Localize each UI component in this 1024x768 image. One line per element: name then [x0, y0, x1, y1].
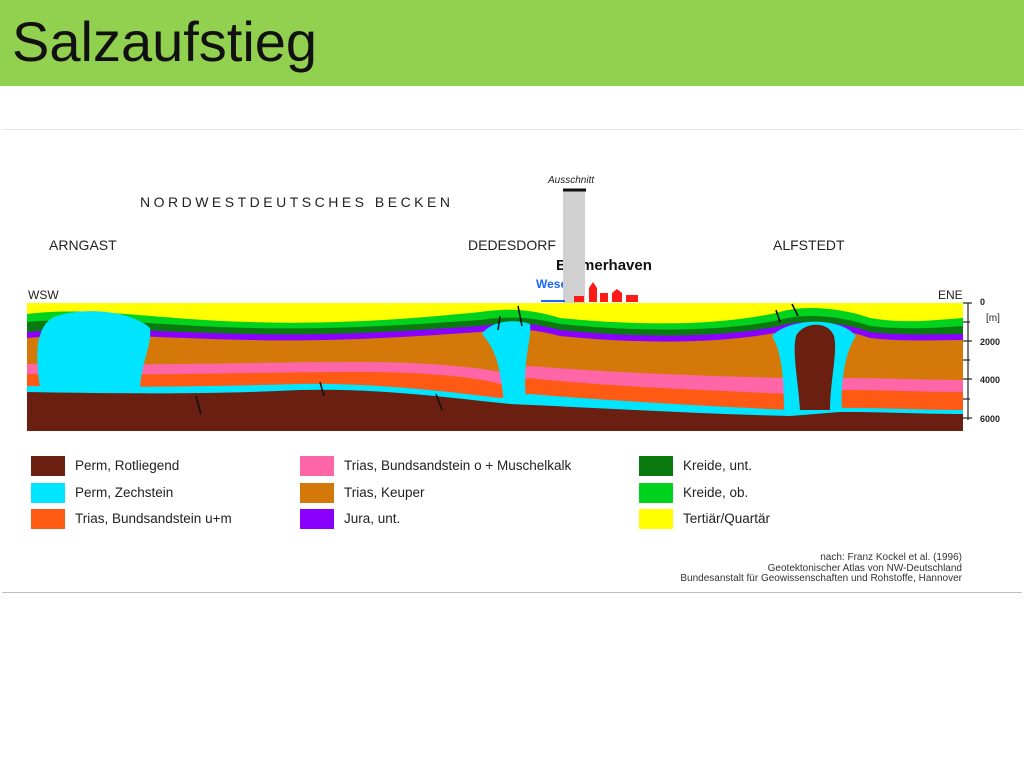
- legend-label: Trias, Bundsandstein u+m: [75, 511, 232, 526]
- direction-ene: ENE: [938, 288, 963, 302]
- depth-tick-2000: 2000: [980, 337, 1001, 347]
- salt-dome-arngast: [37, 311, 151, 388]
- slide-title: Salzaufstieg: [12, 10, 318, 73]
- legend-label: Perm, Zechstein: [75, 485, 174, 500]
- depth-scale: [963, 302, 972, 420]
- legend-label: Tertiär/Quartär: [683, 511, 771, 526]
- depth-tick-6000: 6000: [980, 414, 1001, 424]
- river-label: Weser: [536, 277, 572, 291]
- credit-line: nach: Franz Kockel et al. (1996): [820, 552, 962, 563]
- layer-rotliegend: [27, 389, 963, 431]
- title-bar: Salzaufstieg: [0, 0, 1024, 86]
- fault-lines: [195, 303, 799, 415]
- place-alfstedt: ALFSTEDT: [773, 237, 845, 253]
- depth-unit: [m]: [986, 313, 1000, 324]
- depth-tick-0: 0: [980, 297, 986, 307]
- legend-label: Trias, Keuper: [344, 485, 425, 500]
- depth-tick-4000: 4000: [980, 375, 1001, 385]
- source-credit: nach: Franz Kockel et al. (1996) Geotekt…: [680, 552, 962, 585]
- city-icon: [574, 282, 638, 302]
- legend-swatch: [300, 509, 334, 529]
- basin-title: NORDWESTDEUTSCHES BECKEN: [140, 194, 454, 210]
- legend-swatch: [639, 456, 673, 476]
- credit-line: Geotektonischer Atlas von NW-Deutschland: [767, 562, 962, 574]
- legend-swatch: [639, 483, 673, 503]
- ausschnitt-label: Ausschnitt: [548, 175, 595, 186]
- legend-swatch: [31, 456, 65, 476]
- direction-wsw: WSW: [28, 288, 59, 302]
- place-dedesdorf: DEDESDORF: [468, 237, 556, 253]
- credit-line: Bundesanstalt für Geowissenschaften und …: [680, 573, 962, 584]
- ausschnitt-column: [563, 190, 585, 305]
- rotliegend-core-alfstedt: [794, 324, 836, 410]
- legend-swatch: [31, 509, 65, 529]
- legend-swatch: [31, 483, 65, 503]
- legend-label: Kreide, ob.: [683, 485, 749, 500]
- legend-swatch: [639, 509, 673, 529]
- salt-dome-dedesdorf: [482, 321, 531, 402]
- legend-label: Kreide, unt.: [683, 458, 753, 473]
- legend-label: Jura, unt.: [344, 511, 401, 526]
- place-arngast: ARNGAST: [49, 237, 117, 253]
- legend-swatch: [300, 456, 334, 476]
- legend-swatch: [300, 483, 334, 503]
- legend-label: Trias, Bundsandstein o + Muschelkalk: [344, 458, 572, 473]
- legend-label: Perm, Rotliegend: [75, 458, 180, 473]
